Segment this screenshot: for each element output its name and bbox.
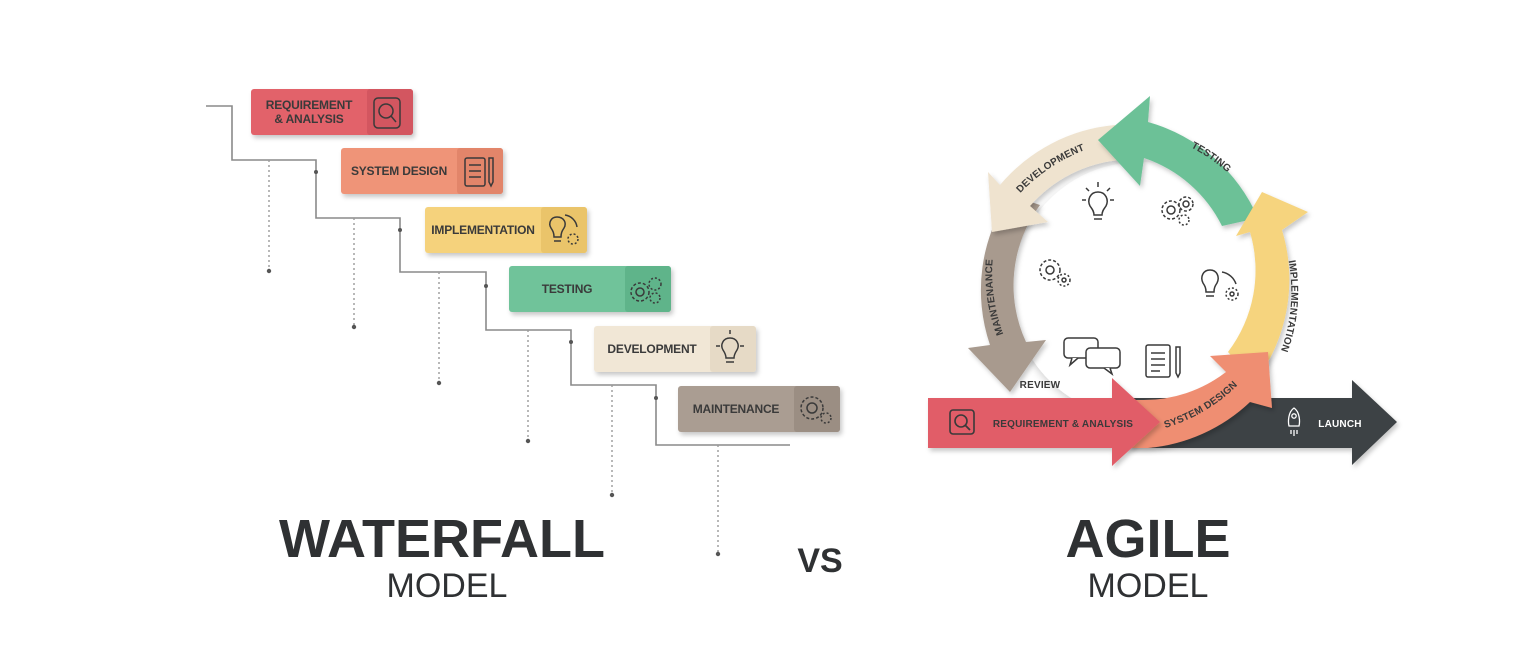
waterfall-diagram: REQUIREMENT& ANALYSIS SYSTEM DESIGN IMPLEM… — [206, 89, 840, 605]
lightbulb-gear-icon — [549, 214, 579, 245]
agile-requirement-label: REQUIREMENT & ANALYSIS — [993, 419, 1133, 430]
waterfall-steps: REQUIREMENT& ANALYSIS SYSTEM DESIGN IMPLEM… — [251, 89, 840, 432]
waterfall-step-icon-box — [367, 89, 413, 135]
gears-icon — [630, 277, 662, 304]
vs-label: VS — [797, 542, 842, 580]
lightbulb-icon — [716, 330, 744, 363]
waterfall-step-label: IMPLEMENTATION — [431, 223, 534, 237]
agile-gears-icon — [1161, 196, 1194, 226]
agile-title: AGILE — [1065, 509, 1230, 569]
agile-arc-development — [988, 125, 1120, 232]
agile-diagram: REVIEW REQUIREMENT & ANALYSIS LAUNCH DEV… — [928, 96, 1397, 605]
agile-subtitle: MODEL — [1088, 567, 1209, 605]
waterfall-subtitle: MODEL — [387, 567, 508, 605]
waterfall-dots — [266, 170, 721, 557]
waterfall-step-icon-box — [541, 207, 587, 253]
waterfall-step-label: DEVELOPMENT — [607, 342, 697, 356]
agile-chat-icon — [1063, 337, 1121, 377]
waterfall-step-label: MAINTENANCE — [693, 402, 780, 416]
waterfall-step-card — [594, 326, 756, 372]
gear-icon — [800, 396, 832, 424]
agile-gear-icon — [1039, 259, 1071, 287]
waterfall-connector-lines — [206, 105, 790, 446]
agile-arc-testing — [1098, 96, 1258, 226]
waterfall-step-label: TESTING — [542, 282, 593, 296]
agile-arc-system-design — [1120, 352, 1272, 448]
waterfall-title: WATERFALL — [279, 509, 605, 569]
magnifier-icon — [373, 97, 401, 129]
agile-launch-label: LAUNCH — [1318, 419, 1361, 430]
waterfall-step-label: REQUIREMENT — [266, 98, 353, 112]
agile-review-label: REVIEW — [1020, 380, 1061, 391]
agile-launch-rocket-icon — [1287, 407, 1301, 436]
waterfall-step-label: SYSTEM DESIGN — [351, 164, 447, 178]
waterfall-step-icon-box — [710, 326, 756, 372]
agile-arc-implementation — [1228, 192, 1308, 382]
document-pencil-icon — [464, 157, 494, 188]
waterfall-step-label: & ANALYSIS — [274, 112, 343, 126]
agile-document-pencil-icon — [1145, 344, 1181, 379]
waterfall-dotted-lines — [268, 160, 719, 553]
agile-requirement-magnifier-icon — [949, 409, 975, 435]
waterfall-step-card — [251, 89, 413, 135]
agile-lightbulb-icon — [1082, 182, 1114, 220]
agile-arc-maintenance — [968, 195, 1046, 392]
agile-requirement-arrow — [928, 378, 1160, 466]
agile-lightbulb-gear-icon — [1201, 269, 1239, 301]
